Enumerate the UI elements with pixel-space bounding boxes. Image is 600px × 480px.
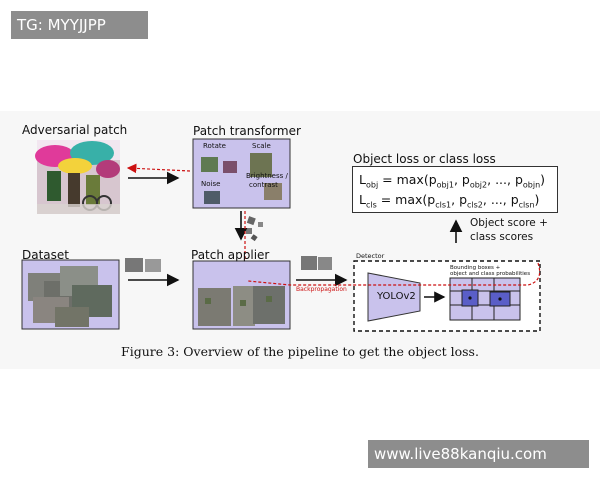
adversarial-patch-image — [35, 140, 120, 214]
detector-label: Detector — [356, 252, 385, 260]
score-label-1: Object score + — [470, 217, 548, 229]
contrast-label: contrast — [249, 181, 278, 189]
diagram-graphics — [21, 138, 541, 332]
scale-label: Scale — [252, 142, 271, 150]
watermark-bottom: www.live88kanqiu.com — [368, 440, 589, 468]
loss-title: Object loss or class loss — [353, 152, 496, 166]
backprop-label: Backpropagation — [296, 286, 347, 293]
yolo-label: YOLOv2 — [377, 291, 416, 302]
bbox-label-2: object and class probabilities — [450, 271, 531, 277]
rotate-label: Rotate — [203, 142, 226, 150]
score-label-2: class scores — [470, 231, 534, 243]
dataset-label: Dataset — [22, 248, 69, 262]
figure-caption: Figure 3: Overview of the pipeline to ge… — [121, 344, 479, 359]
cls-loss-formula: Lcls = max(pcls1, pcls2, ..., pclsn) — [359, 192, 540, 210]
scale-thumb — [250, 153, 272, 177]
noise-thumb — [204, 191, 220, 204]
bbox-label-1: Bounding boxes + — [450, 265, 501, 271]
rotate-thumb-2 — [223, 161, 237, 173]
rotate-thumb — [201, 157, 218, 172]
pipeline-figure: Adversarial patch Patch transformer Rota… — [0, 111, 600, 369]
brightness-thumb — [264, 183, 282, 200]
patch-applier-label: Patch applier — [191, 248, 270, 262]
noise-label: Noise — [201, 180, 221, 188]
loss-formula-box: Lobj = max(pobj1, pobj2, ..., pobjn) Lcl… — [352, 166, 558, 213]
patch-transformer-label: Patch transformer — [193, 124, 301, 138]
adversarial-patch-label: Adversarial patch — [22, 123, 128, 137]
brightness-label: Brightness / — [246, 172, 288, 180]
watermark-top: TG: MYYJJPP — [11, 11, 148, 39]
obj-loss-formula: Lobj = max(pobj1, pobj2, ..., pobjn) — [359, 172, 546, 190]
